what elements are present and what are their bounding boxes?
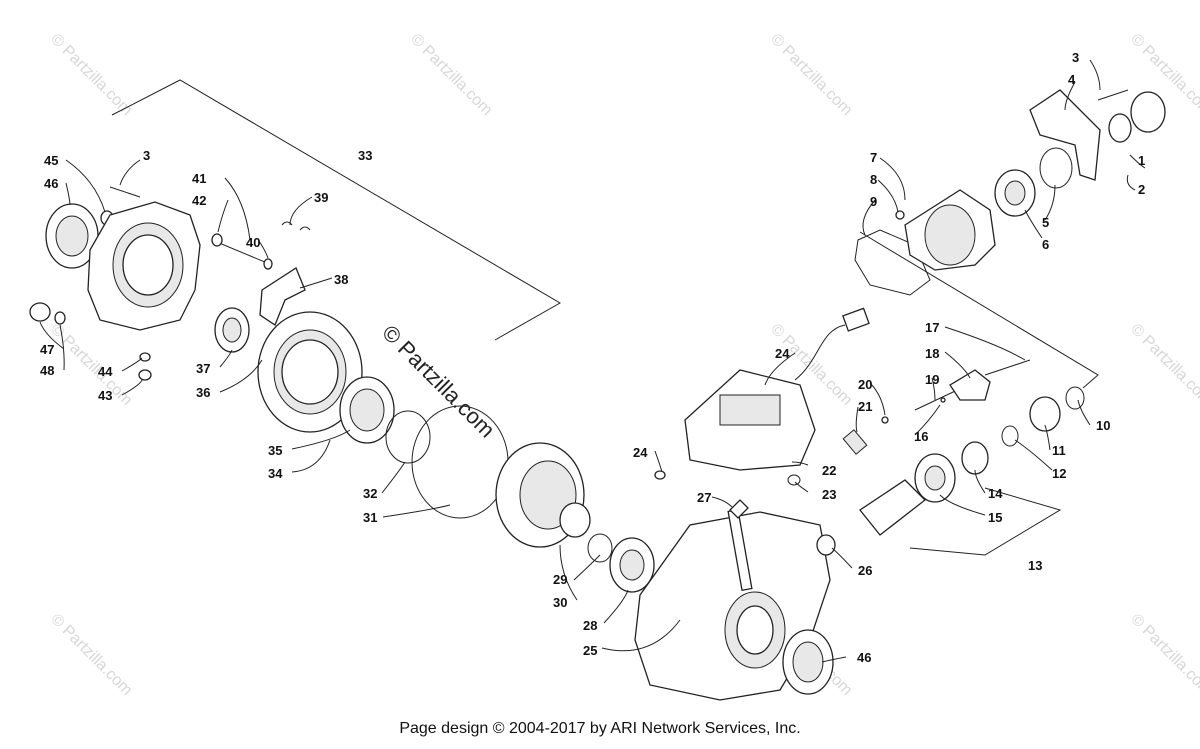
watermark-text: © Partzilla.com [767, 31, 855, 119]
callout-25: 25 [583, 643, 597, 658]
callout-37: 37 [196, 361, 210, 376]
callout-48: 48 [40, 363, 54, 378]
callout-18: 18 [925, 346, 939, 361]
callout-24-top: 24 [775, 346, 790, 361]
callout-41: 41 [192, 171, 206, 186]
callout-46-left: 46 [44, 176, 58, 191]
callout-46-right: 46 [857, 650, 871, 665]
pinion-assembly [842, 359, 1085, 536]
callout-3: 3 [1072, 50, 1079, 65]
callout-44: 44 [98, 364, 113, 379]
callout-11: 11 [1052, 443, 1066, 458]
callout-23: 23 [822, 487, 836, 502]
callout-31: 31 [363, 510, 377, 525]
callout-labels: 1 2 3 4 5 6 7 8 9 10 11 12 13 14 15 16 1… [40, 50, 1145, 665]
callout-34: 34 [268, 466, 283, 481]
callout-47: 47 [40, 342, 54, 357]
callout-43: 43 [98, 388, 112, 403]
output-assembly [854, 89, 1166, 296]
callout-10: 10 [1096, 418, 1110, 433]
bracket-9 [859, 231, 1099, 389]
callout-21: 21 [858, 399, 872, 414]
callout-39: 39 [314, 190, 328, 205]
callout-27: 27 [697, 490, 711, 505]
leader-lines [39, 59, 1146, 663]
cover-assembly [29, 186, 655, 593]
callout-33: 33 [358, 148, 372, 163]
callout-40: 40 [246, 235, 260, 250]
watermark-text: © Partzilla.com [47, 31, 135, 119]
callout-26: 26 [858, 563, 872, 578]
watermark-text: © Partzilla.com [1127, 321, 1200, 409]
housing [634, 499, 836, 701]
callout-14: 14 [988, 486, 1003, 501]
callout-13: 13 [1028, 558, 1042, 573]
callout-28: 28 [583, 618, 597, 633]
callout-1: 1 [1138, 153, 1145, 168]
callout-42: 42 [192, 193, 206, 208]
watermark-text: © Partzilla.com [47, 321, 135, 409]
watermark-text: © Partzilla.com [1127, 611, 1200, 699]
callout-12: 12 [1052, 466, 1066, 481]
callout-36: 36 [196, 385, 210, 400]
callout-4: 4 [1068, 72, 1076, 87]
callout-17: 17 [925, 320, 939, 335]
callout-15: 15 [988, 510, 1002, 525]
callout-3-left: 3 [143, 148, 150, 163]
callout-38: 38 [334, 272, 348, 287]
callout-5: 5 [1042, 215, 1049, 230]
page-footer: Page design © 2004-2017 by ARI Network S… [399, 720, 801, 737]
callout-20: 20 [858, 377, 872, 392]
callout-8: 8 [870, 172, 877, 187]
callout-16: 16 [914, 429, 928, 444]
callout-6: 6 [1042, 237, 1049, 252]
callout-19: 19 [925, 372, 939, 387]
callout-30: 30 [553, 595, 567, 610]
callout-7: 7 [870, 150, 877, 165]
callout-45: 45 [44, 153, 58, 168]
callout-9: 9 [870, 194, 877, 209]
watermark-text: © Partzilla.com [47, 611, 135, 699]
actuator [654, 307, 870, 486]
callout-35: 35 [268, 443, 282, 458]
bracket-33 [111, 79, 561, 341]
callout-22: 22 [822, 463, 836, 478]
bracket-13 [909, 487, 1062, 556]
callout-32: 32 [363, 486, 377, 501]
callout-24-left: 24 [633, 445, 648, 460]
callout-2: 2 [1138, 182, 1145, 197]
callout-29: 29 [553, 572, 567, 587]
watermark-text: © Partzilla.com [407, 31, 495, 119]
